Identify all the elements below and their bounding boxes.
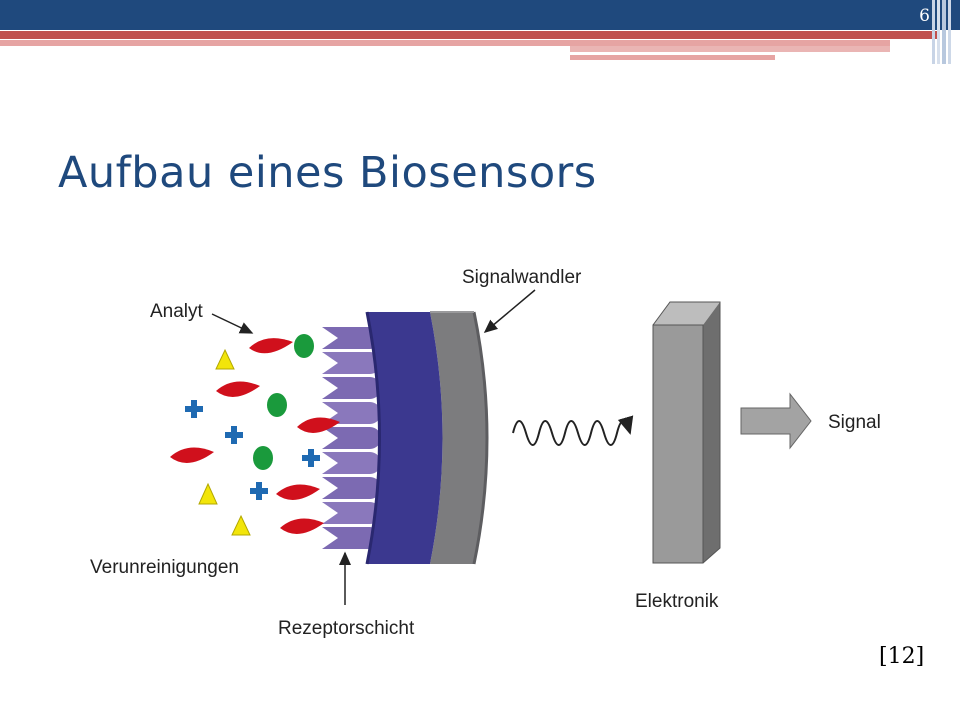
receptor-disk — [365, 311, 443, 565]
slide-number: 6 — [919, 6, 930, 26]
citation: [12] — [879, 644, 925, 669]
receptor-layer — [322, 327, 381, 549]
analyte-pointer — [211, 313, 254, 334]
label-electronics: Elektronik — [635, 591, 719, 612]
electronics-box — [652, 301, 721, 564]
header-pink-bar — [0, 40, 890, 46]
signal-wave — [512, 415, 634, 446]
transducer-pointer — [483, 289, 536, 333]
transducer-disk — [430, 311, 489, 565]
label-receptor-layer: Rezeptorschicht — [278, 618, 415, 639]
label-transducer: Signalwandler — [462, 267, 582, 288]
header-band — [0, 0, 960, 64]
slide-title: Aufbau eines Biosensors — [58, 148, 597, 198]
output-arrow — [740, 392, 812, 450]
green-particles — [253, 334, 314, 470]
header-red-bar — [0, 31, 940, 39]
label-impurities: Verunreinigungen — [90, 557, 239, 578]
header-pink-bar-3 — [570, 55, 775, 60]
label-analyte: Analyt — [150, 301, 204, 322]
blue-cross-particles — [185, 400, 320, 500]
header-blue-bar — [0, 0, 960, 30]
analyte-particles — [170, 338, 340, 534]
label-signal: Signal — [828, 412, 881, 433]
yellow-triangle-particles — [198, 348, 251, 536]
header-pink-bar-2 — [570, 46, 890, 52]
